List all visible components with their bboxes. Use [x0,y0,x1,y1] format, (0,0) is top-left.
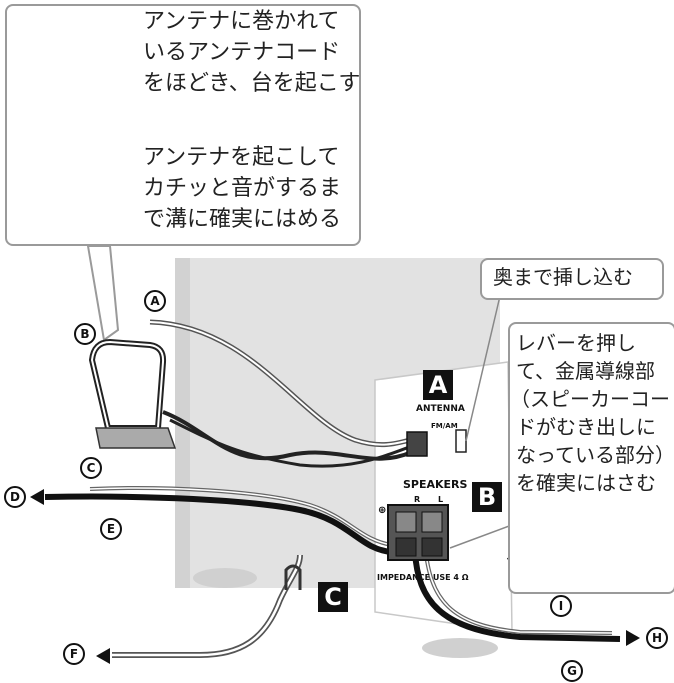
speaker-cord-right [412,551,621,642]
cord-clip [284,564,302,590]
speaker-terminals [387,504,449,561]
callout-step1-line1: アンテナに巻かれて [143,9,340,34]
panel-impedance-label: IMPEDANCE USE 4 Ω [377,573,469,582]
callout-lever-box [508,322,674,594]
antenna-jack [406,431,428,457]
callout-lever-line3: （スピーカーコー [510,387,670,411]
panel-antenna-label: ANTENNA [416,404,465,414]
circle-label-i: I [550,595,572,617]
section-label-b: B [472,482,502,512]
arrow-h [626,630,640,646]
section-label-c: C [318,582,348,612]
callout-lever-line6: を確実にはさむ [516,471,656,495]
callout-step1-line3: をほどき、台を起こす [143,71,361,96]
insert-pointer [465,295,501,442]
loop-antenna [88,338,177,449]
circle-label-c: C [80,457,102,479]
callout-step2-line1: アンテナを起こして [143,145,340,170]
callout-step2-line3: で溝に確実にはめる [143,207,342,232]
section-label-a: A [423,370,453,400]
callout-lever-line4: ドがむき出しに [516,415,656,439]
callout-lever-line1: レバーを押し [516,331,636,355]
arrow-f [96,648,110,664]
arrow-d [30,489,44,505]
callout-lever-line2: て、金属導線部 [516,359,655,383]
circle-label-e: E [100,518,122,540]
panel-speakers-label: SPEAKERS [403,478,468,491]
circle-label-b: B [74,323,96,345]
circle-label-a: A [144,290,166,312]
circle-label-d: D [4,486,26,508]
callout-step1-line2: いるアンテナコード [143,40,341,65]
unit-foot-right [422,638,498,658]
callout-insert-text: 奥まで挿し込む [493,265,633,289]
panel-r-label: R [414,495,421,504]
callout-step2-line2: カチッと音がするま [143,176,342,201]
unit-foot-left [193,568,257,588]
callout-top-box [5,4,361,246]
panel-fm-am-label: FM/AM [431,422,458,430]
speaker-cord-left [44,493,393,555]
circle-label-g: G [561,660,583,682]
panel-plus-label: ⊕ [378,505,387,516]
circle-label-f: F [63,643,85,665]
callout-insert-box [480,258,664,300]
callout-lever-line5: なっている部分） [516,443,674,467]
panel-l-label: L [438,495,444,504]
callout-pointer [86,245,120,342]
circle-label-h: H [646,627,668,649]
